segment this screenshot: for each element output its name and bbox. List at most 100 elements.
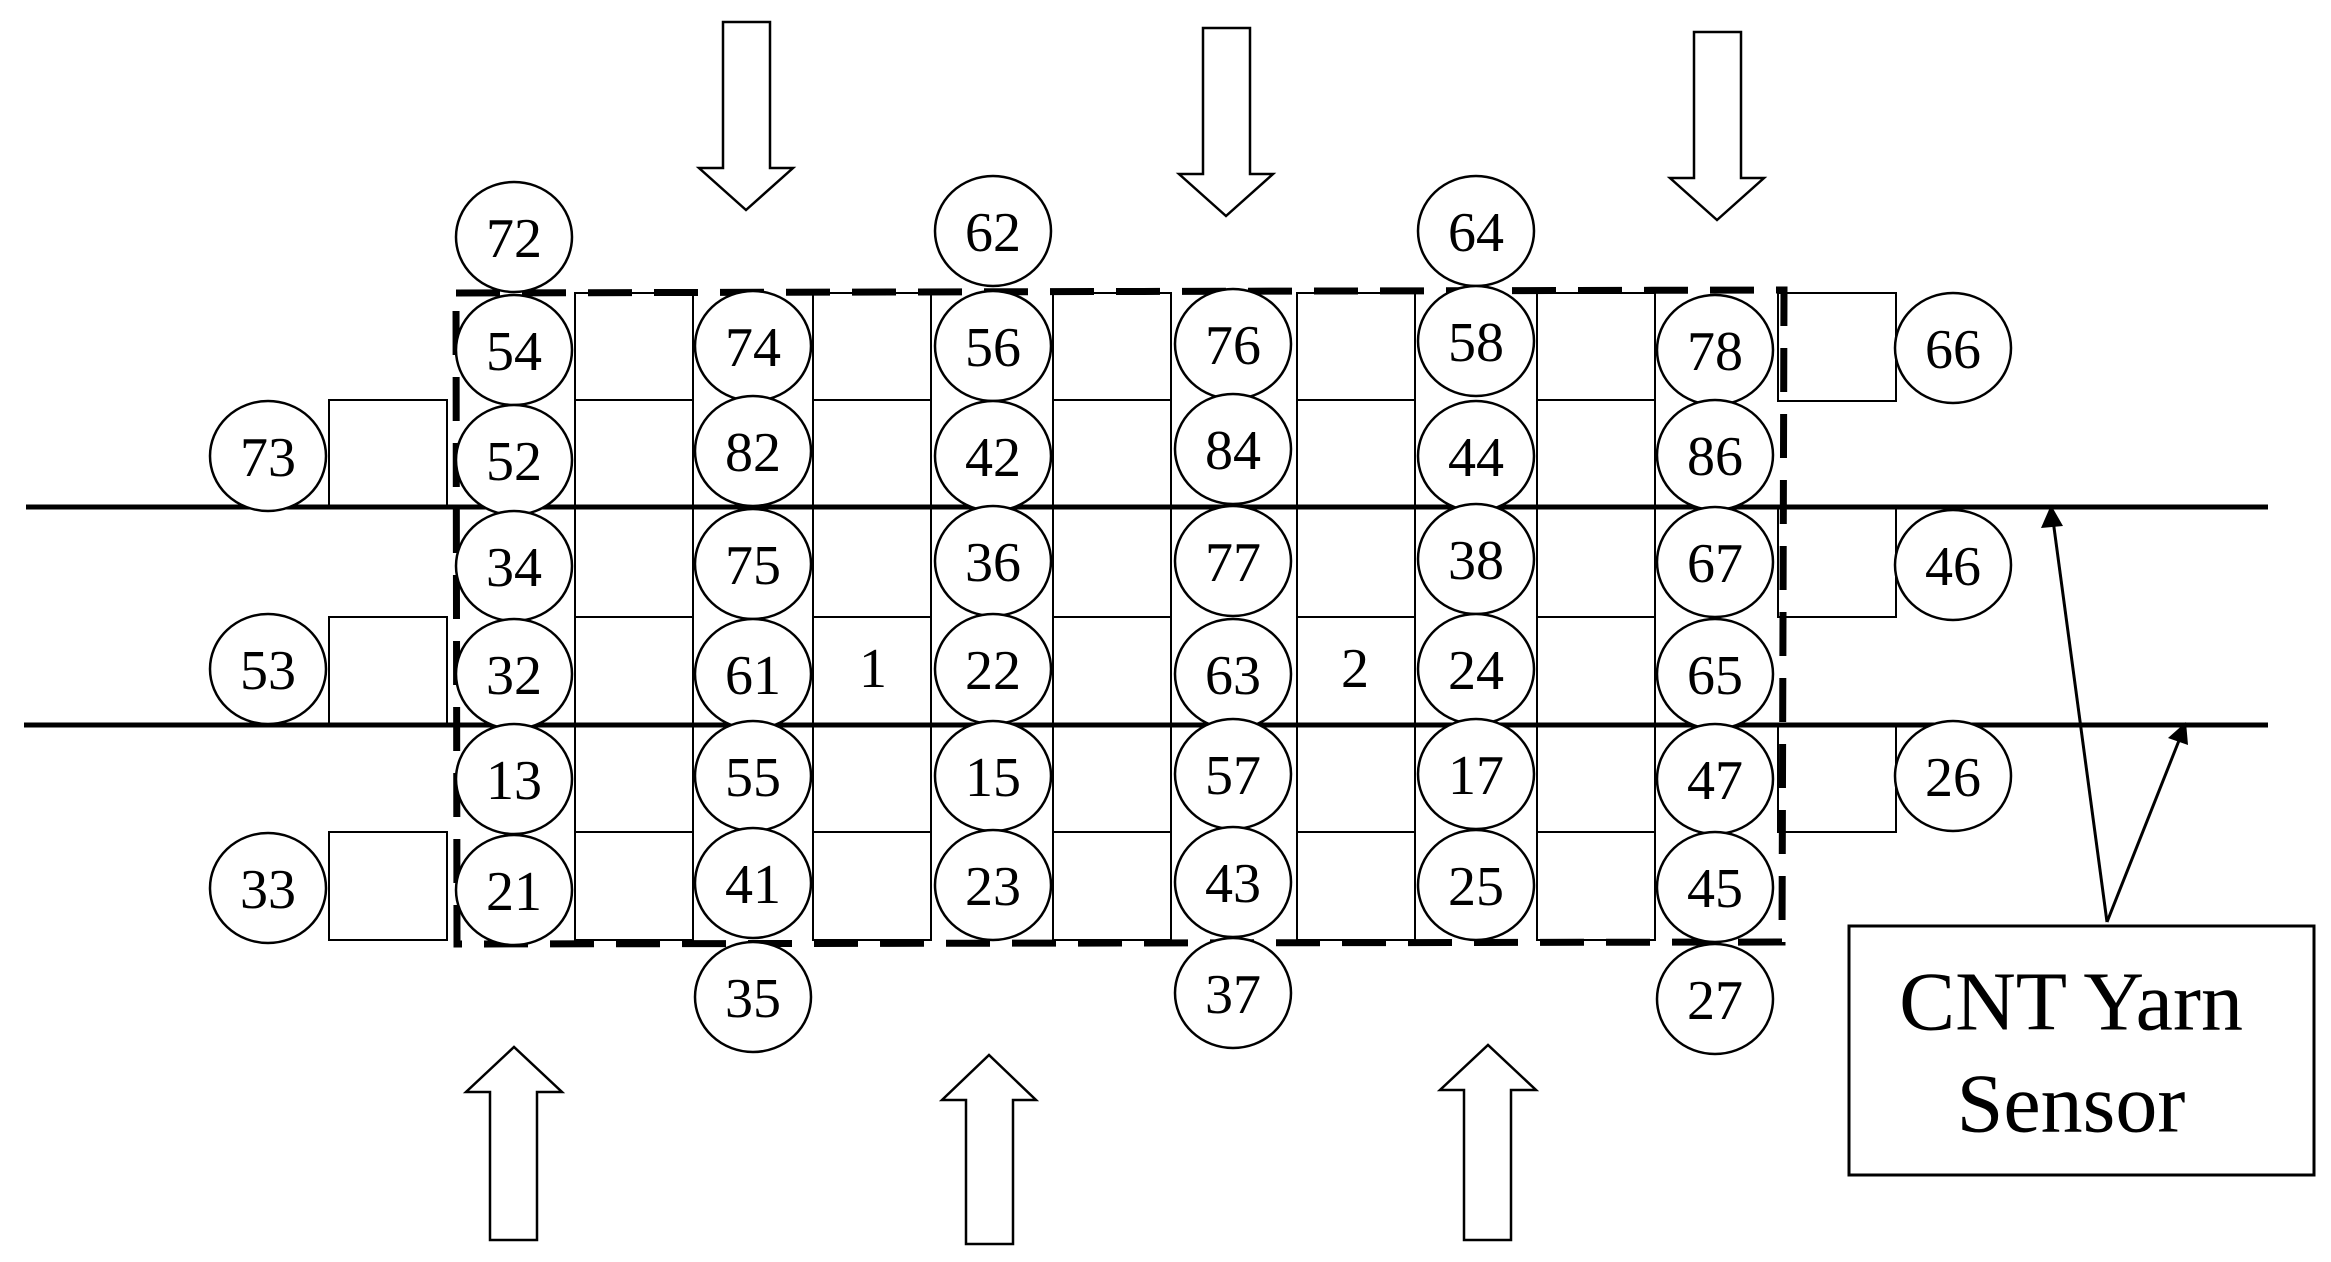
node-54: 54: [454, 293, 574, 407]
grid-cell: [1536, 831, 1656, 941]
grid-cell: [1296, 724, 1416, 833]
load-arrows-top: [695, 20, 1768, 222]
arrowhead: [2041, 505, 2063, 528]
grid-cell: [812, 399, 932, 509]
node-label: 41: [725, 854, 781, 916]
node-64: 64: [1416, 174, 1536, 288]
node-label: 34: [486, 537, 542, 599]
cell-label-2: 2: [1341, 638, 1369, 700]
node-label: 17: [1448, 745, 1504, 807]
node-label: 44: [1448, 427, 1504, 489]
grid-cell: [574, 507, 694, 618]
node-label: 84: [1205, 420, 1261, 482]
node-35: 35: [693, 940, 813, 1054]
arrowhead: [2168, 722, 2188, 745]
load-arrow-up: [938, 1053, 1040, 1246]
grid-cell: [812, 507, 932, 618]
node-label: 66: [1925, 319, 1981, 381]
grid-cell: [1296, 831, 1416, 941]
node-47: 47: [1655, 722, 1775, 836]
node-15: 15: [933, 719, 1053, 833]
grid-cell: [1052, 292, 1172, 401]
node-73: 73: [208, 399, 328, 513]
node-label: 61: [725, 645, 781, 707]
node-label: 24: [1448, 640, 1504, 702]
grid-cell: [1052, 399, 1172, 509]
node-27: 27: [1655, 942, 1775, 1056]
grid-cell: [812, 724, 932, 833]
node-33: 33: [208, 831, 328, 945]
node-label: 76: [1205, 315, 1261, 377]
node-78: 78: [1655, 293, 1775, 407]
node-67: 67: [1655, 505, 1775, 619]
node-36: 36: [933, 504, 1053, 618]
node-37: 37: [1173, 936, 1293, 1050]
node-circle: [1173, 392, 1293, 506]
side-cell: [1777, 292, 1897, 402]
node-label: 46: [1925, 536, 1981, 598]
node-label: 23: [965, 856, 1021, 918]
side-cell: [328, 616, 448, 726]
load-arrow-down: [1175, 26, 1277, 218]
node-label: 42: [965, 427, 1021, 489]
node-label: 36: [965, 532, 1021, 594]
node-46: 46: [1893, 508, 2013, 622]
node-label: 26: [1925, 747, 1981, 809]
node-74: 74: [693, 289, 813, 403]
grid-cell: [1296, 507, 1416, 618]
node-label: 32: [486, 645, 542, 707]
node-label: 73: [240, 427, 296, 489]
grid-cell: [812, 292, 932, 401]
grid-cell: [1052, 507, 1172, 618]
grid-cell: [574, 616, 694, 726]
node-label: 77: [1205, 532, 1261, 594]
node-label: 86: [1687, 426, 1743, 488]
node-circle: [1416, 828, 1536, 942]
grid-cell: [1052, 831, 1172, 941]
sensor-label-box: [1847, 924, 2316, 1177]
node-66: 66: [1893, 291, 2013, 405]
grid-cell: [1536, 507, 1656, 618]
node-circle: [693, 394, 813, 508]
node-label: 57: [1205, 745, 1261, 807]
node-23: 23: [933, 828, 1053, 942]
node-82: 82: [693, 394, 813, 508]
node-label: 82: [725, 422, 781, 484]
side-cell: [1777, 724, 1897, 833]
grid-cell: [1536, 292, 1656, 401]
node-circle: [933, 174, 1053, 288]
load-arrow-down: [1666, 30, 1768, 222]
node-label: 67: [1687, 533, 1743, 595]
node-22: 22: [933, 612, 1053, 726]
node-label: 45: [1687, 858, 1743, 920]
node-circle: [1893, 291, 2013, 405]
grid-cell: [1052, 724, 1172, 833]
node-circle: [1893, 508, 2013, 622]
grid-cell: [1536, 724, 1656, 833]
grid-cell: [812, 616, 932, 726]
node-label: 38: [1448, 530, 1504, 592]
node-circle: [1655, 505, 1775, 619]
node-label: 65: [1687, 645, 1743, 707]
node-label: 72: [486, 208, 542, 270]
node-77: 77: [1173, 504, 1293, 618]
node-75: 75: [693, 507, 813, 621]
load-arrows-bottom: [462, 1043, 1540, 1246]
node-43: 43: [1173, 825, 1293, 939]
node-label: 43: [1205, 853, 1261, 915]
node-circle: [1173, 504, 1293, 618]
grid-cell: [574, 724, 694, 833]
load-arrow-down: [695, 20, 797, 212]
node-34: 34: [454, 509, 574, 623]
node-label: 15: [965, 747, 1021, 809]
grid-cell: [574, 831, 694, 941]
node-circle: [208, 831, 328, 945]
node-label: 74: [725, 317, 781, 379]
node-63: 63: [1173, 617, 1293, 731]
node-58: 58: [1416, 284, 1536, 398]
grid-cell: [1296, 616, 1416, 726]
node-42: 42: [933, 399, 1053, 513]
node-41: 41: [693, 826, 813, 940]
dashed-boundary: [452, 286, 1788, 948]
